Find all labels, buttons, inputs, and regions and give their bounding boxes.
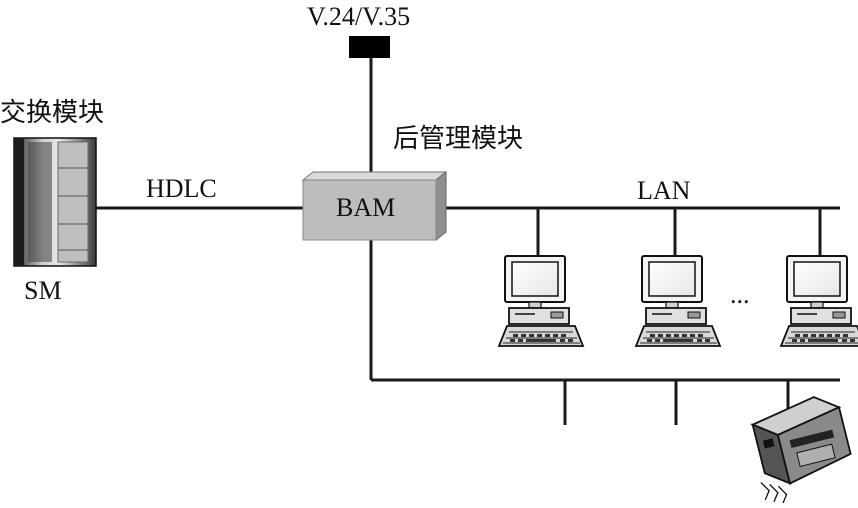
- interface-label: V.24/V.35: [307, 2, 411, 31]
- ellipsis-label: ...: [730, 280, 750, 309]
- hdlc-label: HDLC: [146, 174, 217, 203]
- bam-label: BAM: [336, 193, 396, 222]
- interface-port-icon: [349, 36, 390, 58]
- backend-module-label: 后管理模块: [393, 124, 524, 153]
- server-rack-icon: [13, 137, 97, 267]
- connection-lines: [96, 58, 840, 425]
- bam-box: [301, 170, 448, 242]
- lan-label: LAN: [637, 176, 691, 205]
- computer-terminal-icon: [635, 255, 721, 347]
- sm-label: SM: [24, 276, 62, 305]
- printer-icon: [750, 396, 852, 505]
- switch-module-label: 交换模块: [0, 98, 105, 127]
- computer-terminal-icon: [780, 255, 858, 347]
- computer-terminal-icon: [498, 255, 584, 347]
